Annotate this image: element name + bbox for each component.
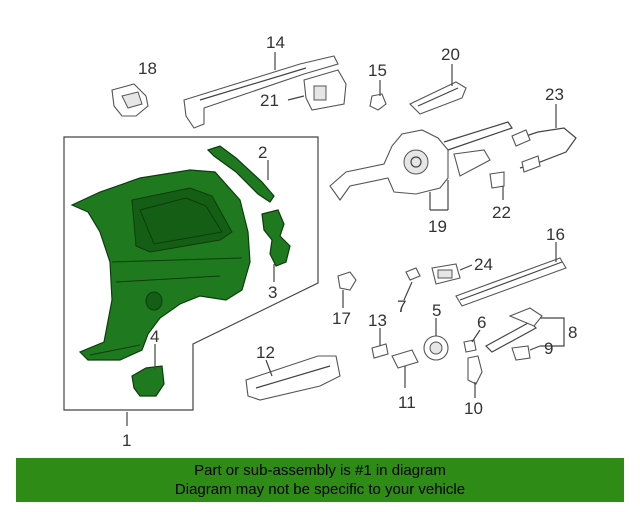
part-11-plate[interactable] xyxy=(391,349,419,369)
callout-4: 4 xyxy=(150,327,159,346)
callout-5: 5 xyxy=(432,301,441,320)
callout-7: 7 xyxy=(397,297,406,316)
part-20-cover[interactable] xyxy=(409,81,467,115)
part-5-fuel-cap[interactable] xyxy=(423,335,449,361)
callout-21: 21 xyxy=(260,91,279,110)
callout-9: 9 xyxy=(544,339,553,358)
callout-17: 17 xyxy=(332,309,351,328)
part-6-clip[interactable] xyxy=(463,339,477,353)
part-8-9-hinge[interactable] xyxy=(485,307,543,361)
part-18-bracket[interactable] xyxy=(111,83,149,117)
callout-23: 23 xyxy=(545,85,564,104)
part-3-bracket[interactable] xyxy=(261,209,291,267)
part-21-fuel-lid[interactable] xyxy=(303,69,347,111)
callout-3: 3 xyxy=(268,283,277,302)
footer-banner: Part or sub-assembly is #1 in diagram Di… xyxy=(16,458,624,502)
footer-line-2: Diagram may not be specific to your vehi… xyxy=(174,481,466,498)
callout-10: 10 xyxy=(464,399,483,418)
callout-22: 22 xyxy=(492,203,511,222)
callout-20: 20 xyxy=(441,45,460,64)
part-2-strip[interactable] xyxy=(206,145,275,203)
callout-18: 18 xyxy=(138,59,157,78)
part-15-clip[interactable] xyxy=(369,93,387,111)
part-22-fitting[interactable] xyxy=(489,171,505,189)
footer-line-1: Part or sub-assembly is #1 in diagram xyxy=(194,462,446,479)
callout-14: 14 xyxy=(266,33,285,52)
part-16-molding[interactable] xyxy=(455,257,567,307)
callout-24: 24 xyxy=(474,255,493,274)
callout-11: 11 xyxy=(398,393,416,412)
callout-16: 16 xyxy=(546,225,565,244)
callout-19: 19 xyxy=(428,217,447,236)
part-7-clip[interactable] xyxy=(405,267,421,281)
callout-15: 15 xyxy=(368,61,387,80)
part-14-rail[interactable] xyxy=(183,55,339,129)
assembly-outline xyxy=(63,136,319,411)
callout-13: 13 xyxy=(368,311,387,330)
part-13-pad[interactable] xyxy=(371,343,389,359)
callout-2: 2 xyxy=(258,143,267,162)
part-23-cable[interactable] xyxy=(511,127,577,173)
callout-8: 8 xyxy=(568,323,577,342)
part-19-door-mechanism[interactable] xyxy=(329,121,513,201)
part-10-hook[interactable] xyxy=(467,355,483,385)
callout-12: 12 xyxy=(256,343,275,362)
callout-1: 1 xyxy=(122,431,131,450)
part-24-bracket[interactable] xyxy=(431,263,461,285)
part-17-grommet[interactable] xyxy=(337,271,357,291)
part-4-cover[interactable] xyxy=(131,365,165,397)
quarter-panel-part[interactable] xyxy=(70,169,251,361)
part-12-lower-rail[interactable] xyxy=(245,355,341,401)
callout-6: 6 xyxy=(477,313,486,332)
parts-diagram: 1 2 3 4 5 6 7 8 9 10 11 12 13 14 15 16 1… xyxy=(63,33,577,450)
